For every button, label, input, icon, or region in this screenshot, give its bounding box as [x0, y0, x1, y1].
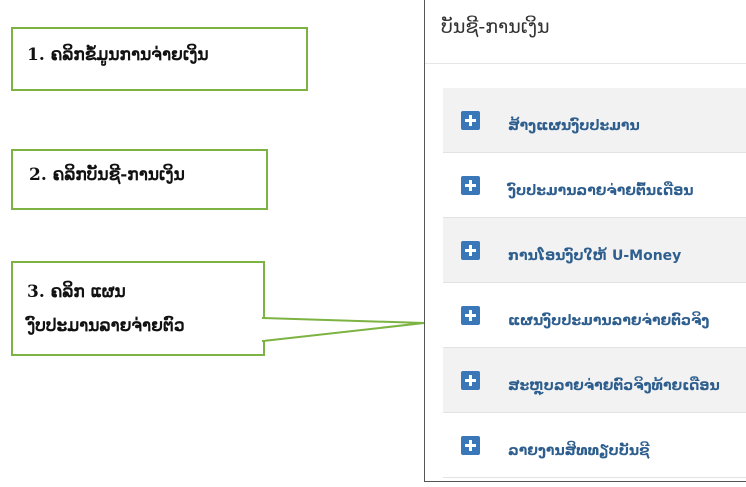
menu-item-start-month-budget[interactable]: ງົບປະມານລາຍຈ່າຍຕົ້ນເດືອນ — [443, 153, 746, 218]
plus-icon[interactable] — [461, 435, 480, 455]
plus-icon[interactable] — [461, 240, 480, 260]
callout-step-2: 2. ຄລິກບັນຊີ-ການເງິນ — [11, 149, 268, 210]
menu-item-transfer-to-umoney[interactable]: ການໂອນງົບໃຫ້ U-Money — [443, 218, 746, 283]
finance-menu-list: ສ້າງແຜນງົບປະມານ ງົບປະມານລາຍຈ່າຍຕົ້ນເດືອນ… — [443, 88, 746, 478]
callout-step-2-text: 2. ຄລິກບັນຊີ-ການເງິນ — [29, 165, 185, 185]
menu-item-account-report[interactable]: ລາຍງານສິທທຽບບັນຊີ — [443, 413, 746, 478]
callout-step-1-text: 1. ຄລິກຂໍ້ມູນການຈ່າຍເງິນ — [27, 45, 209, 65]
plus-icon[interactable] — [461, 305, 480, 325]
menu-item-label[interactable]: ລາຍງານສິທທຽບບັນຊີ — [508, 443, 650, 459]
callout-step-1: 1. ຄລິກຂໍ້ມູນການຈ່າຍເງິນ — [11, 27, 308, 91]
callout-step-3: 3. ຄລິກ ແຜນ ງົບປະມານລາຍຈ່າຍຕົວ — [11, 261, 265, 356]
menu-item-label[interactable]: ສະຫຼຸບລາຍຈ່າຍຕົວຈິງທ້າຍເດືອນ — [508, 378, 720, 394]
menu-item-label[interactable]: ການໂອນງົບໃຫ້ U-Money — [508, 248, 682, 264]
finance-menu-panel: ບັນຊີ-ການເງິນ ສ້າງແຜນງົບປະມານ ງົບປະມານລາ… — [424, 0, 746, 482]
menu-item-label[interactable]: ງົບປະມານລາຍຈ່າຍຕົ້ນເດືອນ — [508, 183, 694, 199]
menu-item-end-month-summary[interactable]: ສະຫຼຸບລາຍຈ່າຍຕົວຈິງທ້າຍເດືອນ — [443, 348, 746, 413]
callout-step-3-line-2: ງົບປະມານລາຍຈ່າຍຕົວ — [27, 316, 185, 336]
callout-step-3-line-1: 3. ຄລິກ ແຜນ — [27, 282, 126, 302]
menu-item-actual-budget-plan[interactable]: ແຜນງົບປະມານລາຍຈ່າຍຕົວຈິງ — [443, 283, 746, 348]
plus-icon[interactable] — [461, 370, 480, 390]
panel-title: ບັນຊີ-ການເງິນ — [425, 0, 746, 64]
plus-icon[interactable] — [461, 110, 480, 130]
menu-item-label[interactable]: ສ້າງແຜນງົບປະມານ — [508, 118, 640, 134]
menu-item-label[interactable]: ແຜນງົບປະມານລາຍຈ່າຍຕົວຈິງ — [508, 313, 710, 329]
menu-item-create-budget-plan[interactable]: ສ້າງແຜນງົບປະມານ — [443, 88, 746, 153]
plus-icon[interactable] — [461, 175, 480, 195]
